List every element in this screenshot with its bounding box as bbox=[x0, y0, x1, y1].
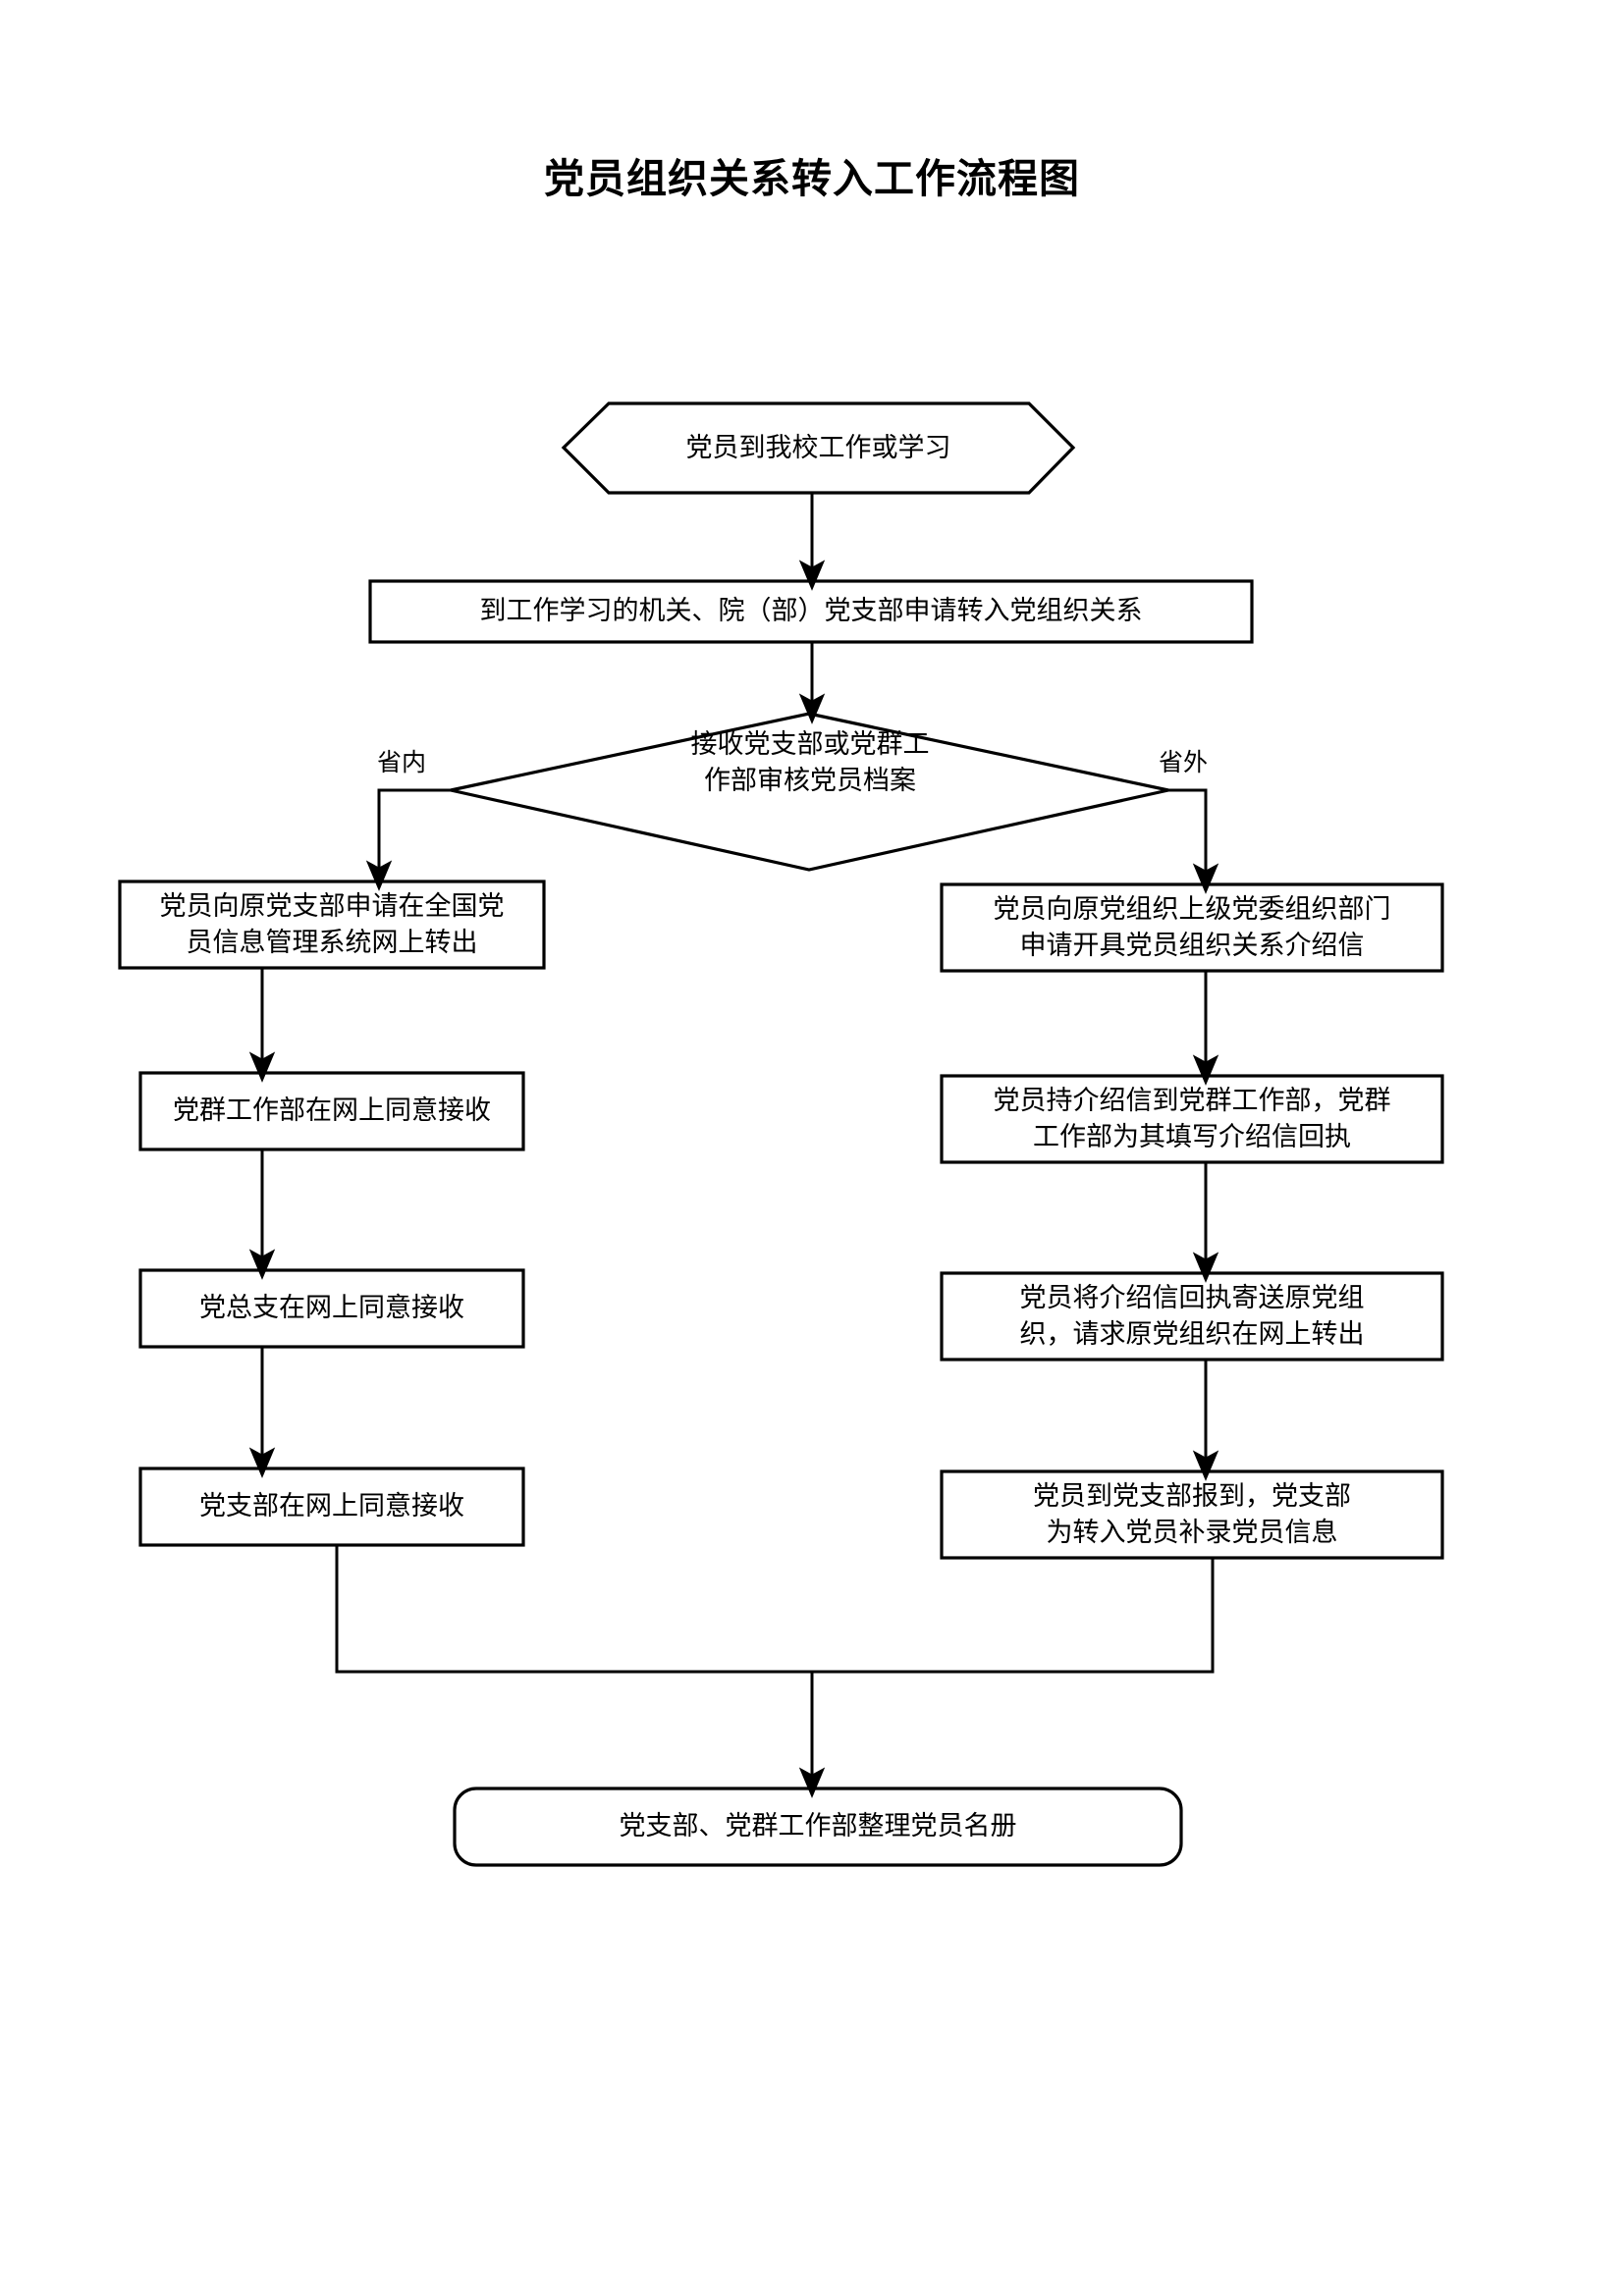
node-out-2-shape bbox=[940, 1074, 1444, 1164]
edge-out-4-to-end bbox=[812, 1558, 1215, 1674]
edge-review-to-out-1 bbox=[1168, 788, 1219, 894]
node-out-3-shape bbox=[940, 1271, 1444, 1362]
node-apply-shape bbox=[368, 579, 1254, 644]
edge-label-right-branch: 省外 bbox=[1159, 750, 1209, 776]
node-end-shape bbox=[453, 1787, 1183, 1867]
node-in-4-shape bbox=[138, 1467, 525, 1547]
node-out-1-shape bbox=[940, 882, 1444, 973]
node-in-1-shape bbox=[118, 880, 546, 970]
page-title: 党员组织关系转入工作流程图 bbox=[544, 156, 1080, 201]
node-start-shape bbox=[561, 401, 1076, 495]
node-out-4-shape bbox=[940, 1469, 1444, 1560]
edge-in-4-to-end bbox=[335, 1545, 812, 1674]
node-review-shape bbox=[450, 712, 1169, 872]
node-in-3-shape bbox=[138, 1268, 525, 1349]
edge-label-left-branch: 省内 bbox=[377, 750, 427, 776]
node-in-2-shape bbox=[138, 1071, 525, 1151]
edge-review-to-in-1 bbox=[365, 788, 451, 891]
